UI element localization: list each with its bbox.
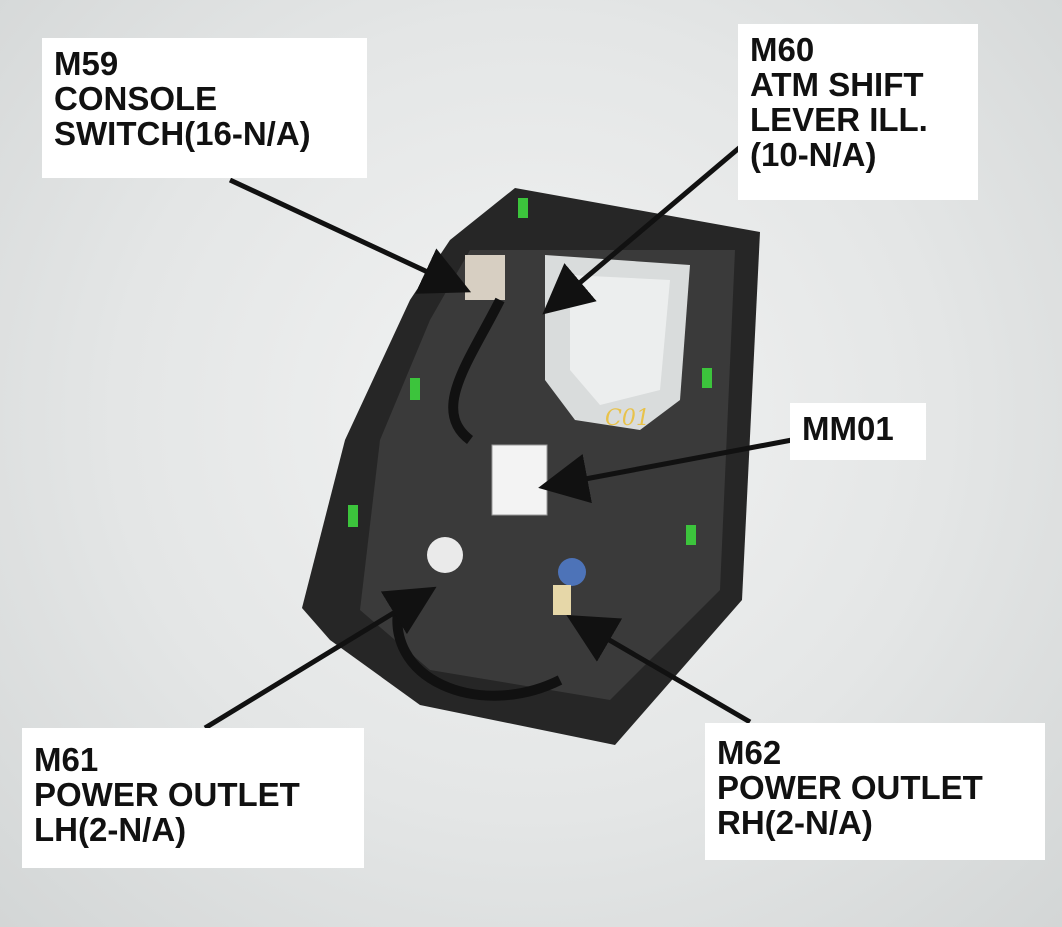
green-clip xyxy=(518,198,528,218)
label-code: M59 xyxy=(54,45,119,82)
green-clip xyxy=(410,378,420,400)
green-clip xyxy=(348,505,358,527)
label-text: CONSOLE xyxy=(54,80,218,117)
m62-connector xyxy=(553,585,571,615)
console-switch-connector xyxy=(465,255,505,300)
label-text: (10-N/A) xyxy=(750,136,877,173)
power-outlet-rh xyxy=(558,558,586,586)
arrow-m62 xyxy=(566,614,752,725)
green-clip xyxy=(702,368,712,388)
label-text: LEVER ILL. xyxy=(750,101,928,138)
green-clip xyxy=(686,525,696,545)
label-code: MM01 xyxy=(802,410,894,447)
label-text: SWITCH(16-N/A) xyxy=(54,115,311,152)
shift-gate-inner xyxy=(570,275,670,405)
label-code: M60 xyxy=(750,31,815,68)
power-outlet-lh xyxy=(427,537,463,573)
mm01-connector xyxy=(491,444,548,516)
label-code: M61 xyxy=(34,741,99,778)
label-mm01: MM01 xyxy=(790,403,926,460)
arrow-mm01 xyxy=(538,437,793,504)
arrow-m59 xyxy=(228,177,472,294)
handwritten-mark: C01 xyxy=(605,406,650,431)
label-m60: M60 ATM SHIFT LEVER ILL. (10-N/A) xyxy=(738,24,978,200)
arrow-m60 xyxy=(542,141,747,315)
label-code: M62 xyxy=(717,734,782,771)
label-text: POWER OUTLET xyxy=(717,769,983,806)
label-m62: M62 POWER OUTLET RH(2-N/A) xyxy=(705,723,1045,860)
label-m61: M61 POWER OUTLET LH(2-N/A) xyxy=(22,728,364,868)
label-m59: M59 CONSOLE SWITCH(16-N/A) xyxy=(42,38,367,178)
label-text: POWER OUTLET xyxy=(34,776,300,813)
arrow-m61 xyxy=(203,586,437,731)
label-text: RH(2-N/A) xyxy=(717,804,873,841)
label-text: ATM SHIFT xyxy=(750,66,924,103)
label-text: LH(2-N/A) xyxy=(34,811,187,848)
